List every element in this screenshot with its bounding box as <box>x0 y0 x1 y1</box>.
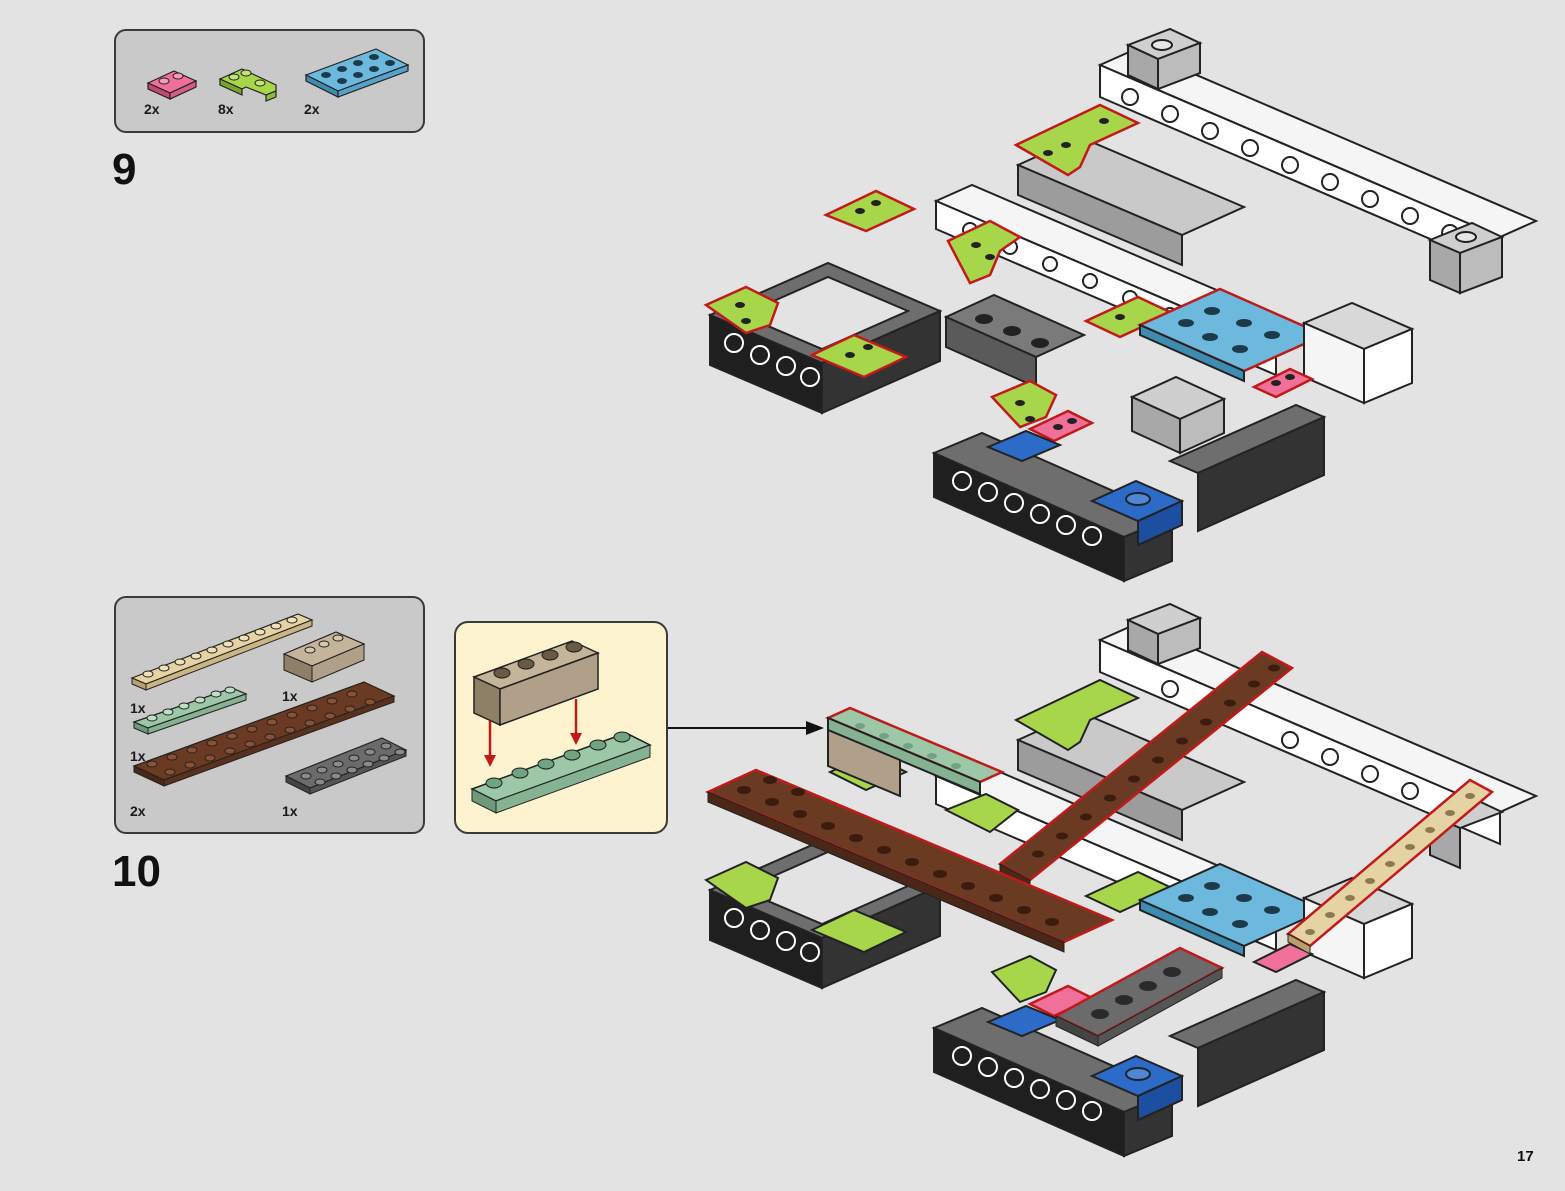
step9-model-illustration <box>700 25 1545 585</box>
step10-qty-dark-grey: 1x <box>282 803 298 819</box>
pink-plate-icon <box>144 67 204 97</box>
dark-grey-plate-icon <box>282 734 412 804</box>
step10-number: 10 <box>112 850 161 894</box>
subassembly-illustration <box>468 637 658 823</box>
page-number: 17 <box>1517 1148 1534 1165</box>
step10-qty-reddish-brown: 2x <box>130 803 146 819</box>
dark-tan-brick-icon <box>280 628 370 684</box>
blue-plate-icon <box>302 45 414 105</box>
step9-parts-list: 2x 8x 2x <box>114 29 425 133</box>
step9-qty-lime: 8x <box>218 101 234 117</box>
step10-model-illustration <box>700 600 1545 1170</box>
step10-parts-list: 1x 1x 1x 2x <box>114 596 425 834</box>
subassembly-callout <box>454 621 668 834</box>
step9-qty-blue: 2x <box>304 101 320 117</box>
step9-number: 9 <box>112 148 136 192</box>
lime-corner-plate-icon <box>216 65 286 105</box>
step9-qty-pink: 2x <box>144 101 160 117</box>
